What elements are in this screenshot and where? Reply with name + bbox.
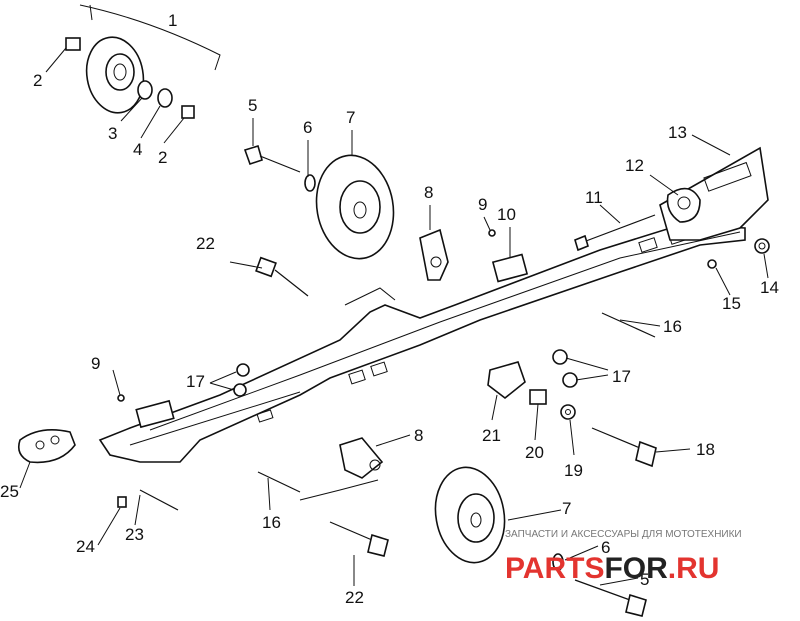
pin-16-upper <box>601 312 656 338</box>
watermark-brand-suffix: .RU <box>668 552 720 585</box>
bolt-22-upper <box>255 256 309 297</box>
watermark-tagline: ЗАПЧАСТИ И АКСЕССУАРЫ ДЛЯ МОТОТЕХНИКИ <box>505 529 742 540</box>
callout-7-lower: 7 <box>562 499 571 518</box>
callout-labels: 1 2 2 3 4 5 6 7 8 9 10 11 12 13 14 15 16… <box>0 11 779 607</box>
callout-2b: 2 <box>158 148 167 167</box>
callout-23: 23 <box>125 525 144 544</box>
rail-block-10 <box>491 253 529 283</box>
callout-5-upper: 5 <box>248 96 257 115</box>
callout-21: 21 <box>482 426 501 445</box>
rail-block-left <box>135 399 175 429</box>
callout-17-left: 17 <box>186 372 205 391</box>
watermark: ЗАПЧАСТИ И АКСЕССУАРЫ ДЛЯ МОТОТЕХНИКИ PA… <box>505 529 742 585</box>
callout-16-upper: 16 <box>663 317 682 336</box>
pin-16-lower <box>257 471 301 493</box>
callout-1: 1 <box>168 11 177 30</box>
watermark-brand-red: PARTS <box>505 552 604 585</box>
callout-8-lower: 8 <box>414 426 423 445</box>
pivot-block-21 <box>487 361 526 400</box>
bolt-2a <box>65 37 81 51</box>
leader-lines <box>19 4 769 586</box>
adjuster-plate <box>666 187 701 223</box>
callout-2a: 2 <box>33 71 42 90</box>
washer-6-upper <box>304 174 316 192</box>
nut-2b <box>181 105 195 119</box>
callout-19: 19 <box>564 461 583 480</box>
washer-19 <box>560 404 576 420</box>
callout-14: 14 <box>760 278 779 297</box>
idler-wheel-lower <box>434 466 506 564</box>
callout-24: 24 <box>76 537 95 556</box>
callout-5-lower: 5 <box>640 570 649 589</box>
rail-tip <box>17 429 76 464</box>
washer-6-lower <box>552 553 564 571</box>
callout-22-upper: 22 <box>196 234 215 253</box>
callout-7-upper: 7 <box>346 108 355 127</box>
callout-15: 15 <box>722 294 741 313</box>
callout-10: 10 <box>497 205 516 224</box>
idler-wheel-top <box>85 36 145 114</box>
axle-bracket-lower <box>339 437 384 479</box>
screw-24 <box>117 496 127 508</box>
bolt-22-lower <box>329 521 389 557</box>
clip-9-left <box>117 394 125 402</box>
spacer-20 <box>529 389 547 405</box>
callout-25: 25 <box>0 482 19 501</box>
callout-6-upper: 6 <box>303 118 312 137</box>
nut-14 <box>754 238 770 254</box>
callout-17-right: 17 <box>612 367 631 386</box>
callout-16-lower: 16 <box>262 513 281 532</box>
bolt-11 <box>574 214 656 252</box>
idler-wheel-upper <box>315 154 395 260</box>
callout-20: 20 <box>525 443 544 462</box>
screw-15 <box>707 259 717 269</box>
callout-13: 13 <box>668 123 687 142</box>
watermark-brand: PARTSFOR.RU <box>505 552 719 585</box>
clip-9-upper <box>488 229 496 237</box>
watermark-brand-black: FOR <box>604 552 668 585</box>
callout-8-upper: 8 <box>424 183 433 202</box>
callout-6-lower: 6 <box>601 538 610 557</box>
callout-11: 11 <box>585 188 603 207</box>
callout-4: 4 <box>133 140 142 159</box>
callout-9-left: 9 <box>91 354 100 373</box>
callout-18: 18 <box>696 440 715 459</box>
bolt-18 <box>591 427 657 468</box>
callout-22-lower: 22 <box>345 588 364 607</box>
callout-12: 12 <box>625 156 644 175</box>
bearing-3 <box>137 80 153 100</box>
bolt-5-upper <box>243 144 301 173</box>
callout-9-upper: 9 <box>478 195 487 214</box>
snap-ring-4 <box>157 88 173 108</box>
axle-bracket-upper <box>419 228 449 281</box>
nuts-17-right <box>552 349 578 388</box>
bolt-5-lower <box>574 579 647 617</box>
pin-23 <box>139 489 179 511</box>
callout-3: 3 <box>108 124 117 143</box>
